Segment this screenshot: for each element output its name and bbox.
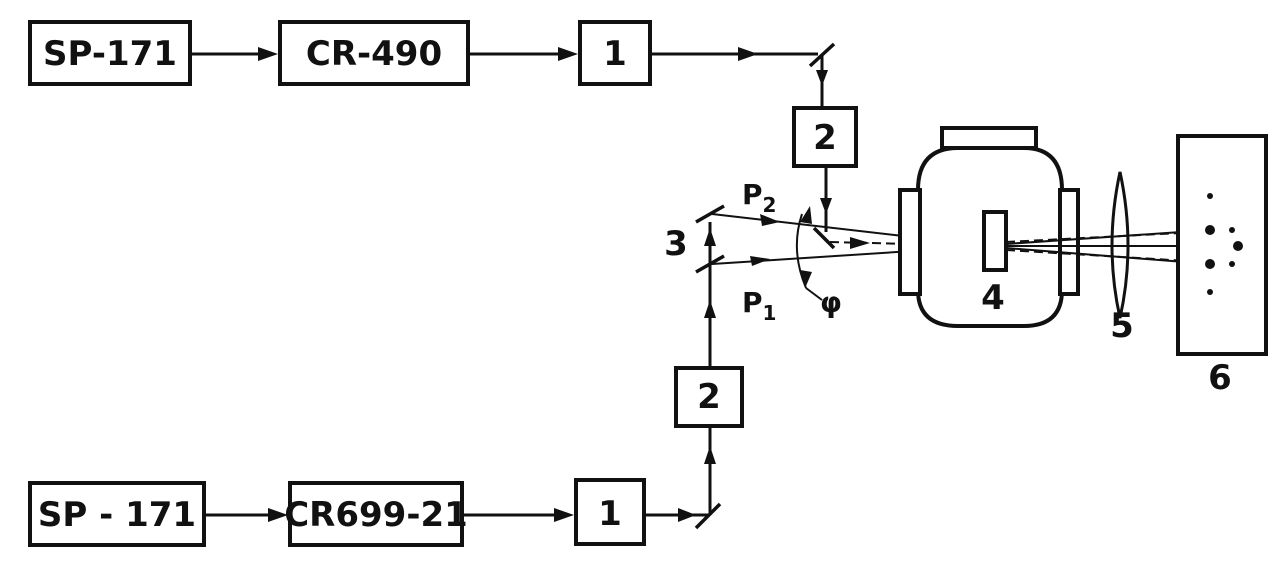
sample-cell-4: 4 bbox=[898, 126, 1080, 328]
top-unit1-label: 1 bbox=[603, 34, 627, 74]
screen-box bbox=[1176, 134, 1268, 356]
screen-spot-3 bbox=[1229, 227, 1235, 233]
top-arrowhead-3 bbox=[738, 47, 758, 61]
top-arrowhead-2 bbox=[558, 47, 578, 61]
lens-shape bbox=[1110, 171, 1130, 319]
angle-label: φ bbox=[820, 286, 842, 319]
bottom-arrowhead-4 bbox=[704, 446, 716, 464]
bottom-source-box bbox=[28, 481, 206, 547]
top-beam-mirror bbox=[812, 226, 836, 250]
bottom-laser-label: CR699-21 bbox=[284, 495, 468, 535]
bottom-arrowhead-6 bbox=[704, 228, 716, 246]
bottom-chain: SP - 171 CR699-21 1 2 bbox=[28, 222, 744, 547]
screen-spot-6 bbox=[1229, 261, 1235, 267]
beam-pump-arrowhead bbox=[850, 237, 870, 249]
top-arrowhead-4 bbox=[816, 70, 828, 86]
bottom-unit1-box bbox=[574, 478, 646, 546]
top-turning-mirror bbox=[808, 42, 836, 68]
top-chain: SP-171 CR-490 1 2 bbox=[28, 20, 858, 250]
lens-number: 5 bbox=[1110, 306, 1134, 346]
top-unit2-label: 2 bbox=[813, 118, 837, 158]
cell-right-window bbox=[1058, 188, 1080, 296]
cell-sample bbox=[982, 210, 1008, 272]
beam-p1-arrowhead bbox=[750, 256, 770, 266]
top-laser-box bbox=[278, 20, 470, 86]
screen-spot-5 bbox=[1205, 259, 1215, 269]
bottom-unit2-label: 2 bbox=[697, 377, 721, 417]
lens-5: 5 bbox=[1110, 171, 1134, 346]
screen-number: 6 bbox=[1208, 358, 1232, 398]
top-unit1-box bbox=[578, 20, 652, 86]
out-beam-upper-dash bbox=[1005, 229, 1239, 243]
bottom-arrowhead-5 bbox=[704, 300, 716, 318]
angle-arc bbox=[795, 213, 807, 289]
upper-mirror bbox=[695, 204, 725, 224]
cell-top-cap bbox=[940, 126, 1038, 150]
cell-number: 4 bbox=[981, 278, 1005, 318]
top-laser-label: CR-490 bbox=[306, 34, 442, 74]
screen-6: 6 bbox=[1176, 134, 1268, 398]
top-arrowhead-5 bbox=[820, 198, 832, 214]
screen-spot-1 bbox=[1207, 193, 1213, 199]
bottom-laser-box bbox=[288, 481, 464, 547]
top-source-box bbox=[28, 20, 192, 86]
angle-arrowhead-lower bbox=[800, 270, 812, 286]
screen-spot-2 bbox=[1205, 225, 1215, 235]
bottom-turning-mirror bbox=[694, 502, 722, 530]
lower-mirror bbox=[695, 254, 725, 274]
beam-p1-label: P1 bbox=[742, 286, 776, 325]
screen-spot-7 bbox=[1207, 289, 1213, 295]
top-arrowhead-1 bbox=[258, 47, 278, 61]
bottom-unit1-label: 1 bbox=[598, 494, 622, 534]
angle-leader bbox=[805, 287, 823, 301]
mirror-number: 3 bbox=[664, 224, 688, 264]
beam-p2-label: P2 bbox=[742, 178, 776, 217]
bottom-arrowhead-3 bbox=[678, 508, 696, 522]
cell-left-window bbox=[898, 188, 922, 296]
out-beam-lower-dash bbox=[1005, 249, 1239, 265]
bottom-arrowhead-2 bbox=[554, 508, 574, 522]
angle-arrowhead-upper bbox=[800, 206, 812, 224]
bottom-source-label: SP - 171 bbox=[38, 495, 196, 535]
mirror-pair-3: 3 bbox=[664, 204, 725, 274]
beam-p2-arrowhead bbox=[760, 214, 780, 226]
top-unit2-box bbox=[792, 106, 858, 168]
screen-spot-4 bbox=[1233, 241, 1243, 251]
bottom-arrowhead-1 bbox=[268, 508, 288, 522]
top-source-label: SP-171 bbox=[43, 34, 177, 74]
bottom-unit2-box bbox=[674, 366, 744, 428]
